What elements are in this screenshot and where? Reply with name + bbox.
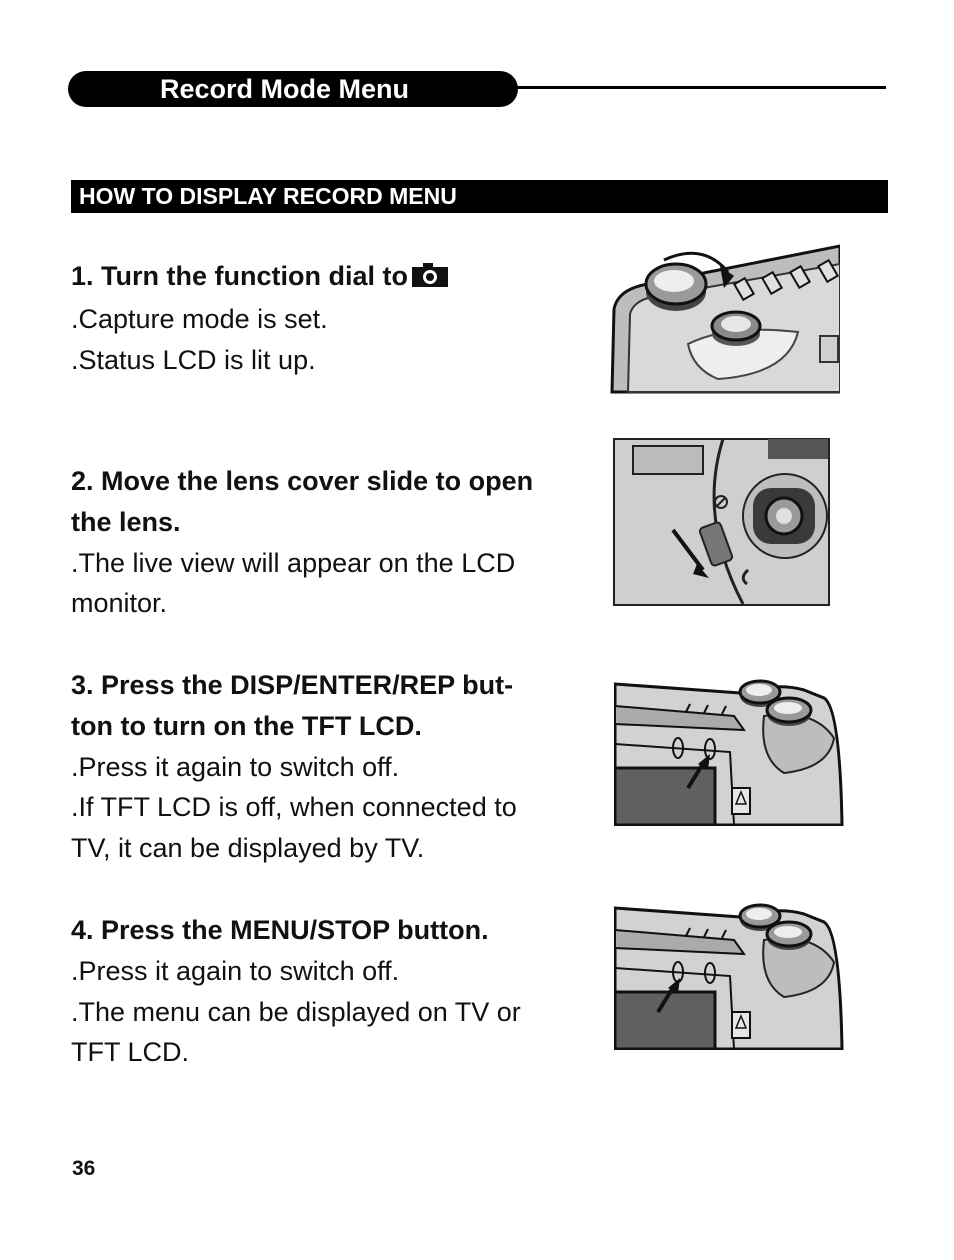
step-1-line: .Capture mode is set.	[71, 303, 328, 334]
lens-cover-slide-illustration	[613, 438, 830, 606]
step-4-line: .Press it again to switch off.	[71, 955, 400, 986]
step-3-line: .Press it again to switch off.	[71, 751, 400, 782]
step-3-line: TV, it can be displayed by TV.	[71, 833, 425, 864]
step-1-heading: 1. Turn the function dial to	[71, 256, 581, 299]
step-4: 4. Press the MENU/STOP button. .Press it…	[71, 910, 581, 1073]
step-4-heading: 4. Press the MENU/STOP button.	[71, 915, 489, 945]
step-1-line: .Status LCD is lit up.	[71, 344, 316, 375]
disp-button-illustration	[614, 679, 844, 826]
step-2-line: .The live view will appear on the LCD	[71, 547, 516, 578]
step-1: 1. Turn the function dial to .Capture mo…	[71, 256, 581, 380]
step-4-line: .The menu can be displayed on TV or	[71, 996, 521, 1027]
page-header-title: Record Mode Menu	[68, 71, 518, 107]
section-title: HOW TO DISPLAY RECORD MENU	[71, 180, 888, 213]
step-3: 3. Press the DISP/ENTER/REP but- ton to …	[71, 665, 581, 869]
step-3-line: .If TFT LCD is off, when connected to	[71, 792, 517, 823]
step-2: 2. Move the lens cover slide to open the…	[71, 461, 581, 624]
function-dial-illustration	[610, 244, 840, 394]
page-number: 36	[72, 1157, 96, 1180]
camera-icon	[411, 258, 448, 299]
step-2-line: monitor.	[71, 588, 168, 619]
header-rule	[515, 86, 886, 89]
menu-button-illustration	[614, 903, 844, 1050]
step-2-heading: the lens.	[71, 506, 181, 537]
step-3-heading: 3. Press the DISP/ENTER/REP but-	[71, 670, 514, 700]
step-2-heading: 2. Move the lens cover slide to open	[71, 466, 534, 496]
step-4-line: TFT LCD.	[71, 1037, 190, 1068]
step-3-heading: ton to turn on the TFT LCD.	[71, 710, 422, 741]
